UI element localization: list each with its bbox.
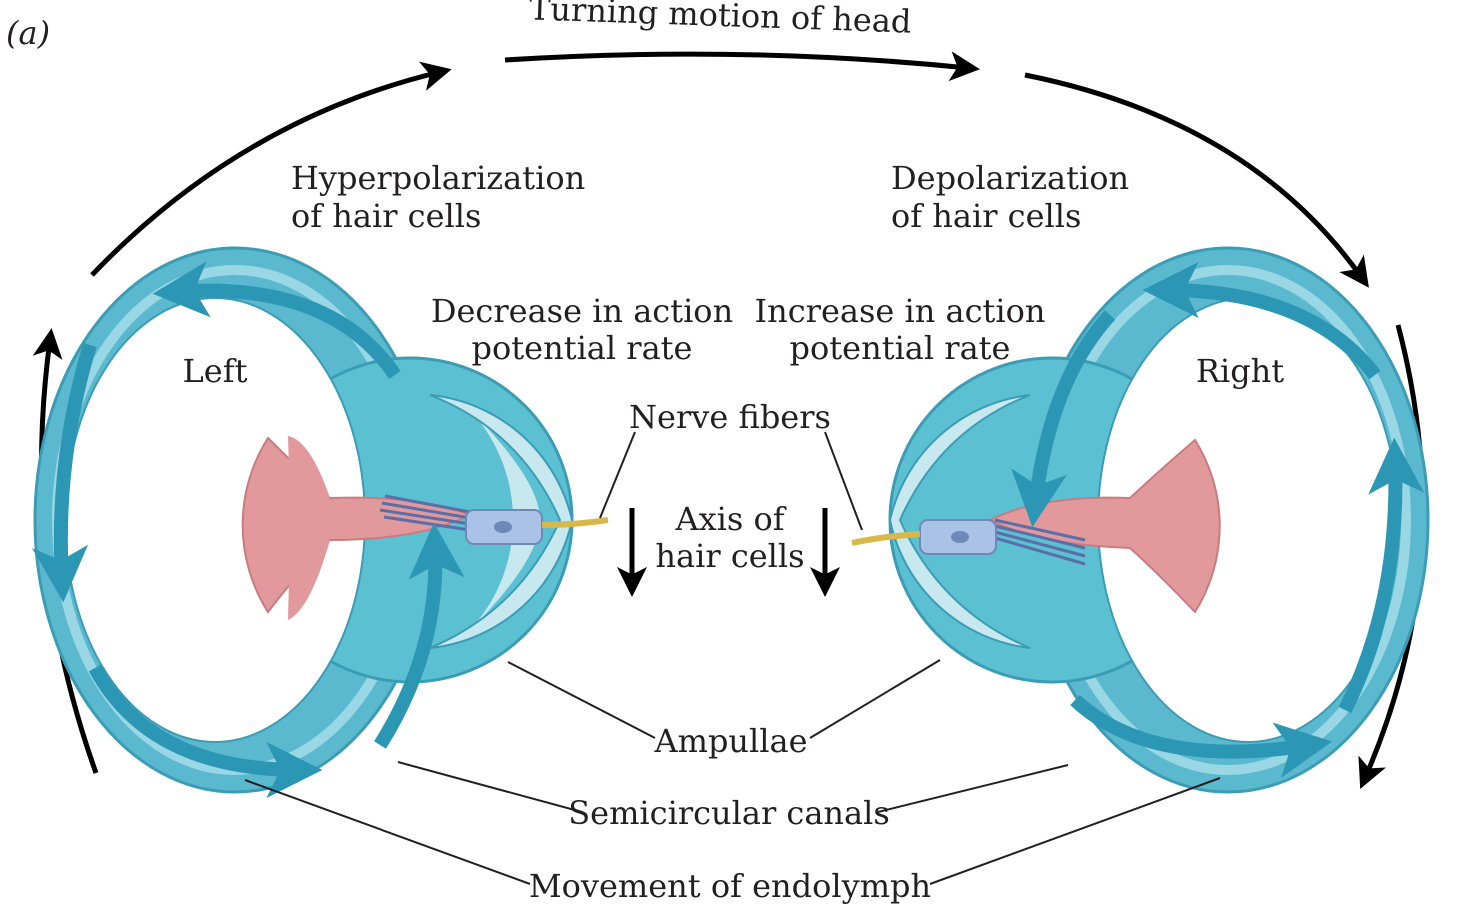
- right-nerve-fiber: [851, 531, 921, 546]
- left-rate-line2: potential rate: [472, 329, 693, 367]
- left-rate-line1: Decrease in action: [431, 292, 733, 330]
- outer-arrow-top: [504, 51, 980, 82]
- right-side-label: Right: [1196, 352, 1284, 390]
- axis-label-line2: hair cells: [655, 537, 804, 575]
- right-polarization-line1: Depolarization: [891, 159, 1129, 197]
- left-flow-arrow-bottom: [88, 664, 323, 798]
- right-flow-arrow-ampulla: [1011, 310, 1116, 528]
- outer-arrow-left-upper: [90, 61, 452, 277]
- right-rate-line2: potential rate: [790, 329, 1011, 367]
- left-flow-arrow-side: [32, 342, 97, 603]
- endolymph-label: Movement of endolymph: [529, 867, 931, 905]
- left-polarization-line2: of hair cells: [291, 197, 481, 235]
- left-flow-arrow-ampulla: [374, 522, 465, 749]
- leader-ampullae-right: [809, 659, 941, 739]
- nerve-fibers-label: Nerve fibers: [629, 398, 831, 436]
- leader-nerve-left: [599, 431, 636, 519]
- right-flow-arrow-bottom: [1070, 694, 1333, 778]
- left-flow-arrow-top: [152, 261, 401, 379]
- ampullae-label: Ampullae: [653, 722, 807, 760]
- leader-ampullae-left: [507, 661, 656, 739]
- axis-label-line1: Axis of: [674, 500, 786, 538]
- right-rate-line1: Increase in action: [755, 292, 1046, 330]
- leader-canals-right: [877, 764, 1069, 813]
- left-canal: [32, 246, 609, 798]
- leader-endolymph-left: [244, 779, 531, 885]
- leader-canals-left: [397, 761, 583, 813]
- right-polarization-line2: of hair cells: [891, 197, 1081, 235]
- axis-arrows: [617, 508, 840, 597]
- right-flow-arrow-side: [1338, 437, 1425, 714]
- leader-lines: [244, 431, 1221, 885]
- top-label: Turning motion of head: [528, 0, 912, 41]
- right-canal: [851, 246, 1430, 794]
- outer-arrow-right-upper: [1024, 72, 1369, 288]
- leader-endolymph-right: [929, 777, 1221, 885]
- left-polarization-line1: Hyperpolarization: [291, 159, 585, 197]
- left-nerve-fiber: [541, 517, 609, 528]
- panel-label: (a): [6, 14, 50, 52]
- left-side-label: Left: [183, 352, 248, 390]
- leader-nerve-right: [824, 431, 863, 531]
- right-cupula: [987, 438, 1221, 614]
- semicircular-canals-label: Semicircular canals: [568, 794, 890, 832]
- right-flow-arrow-top: [1142, 262, 1381, 380]
